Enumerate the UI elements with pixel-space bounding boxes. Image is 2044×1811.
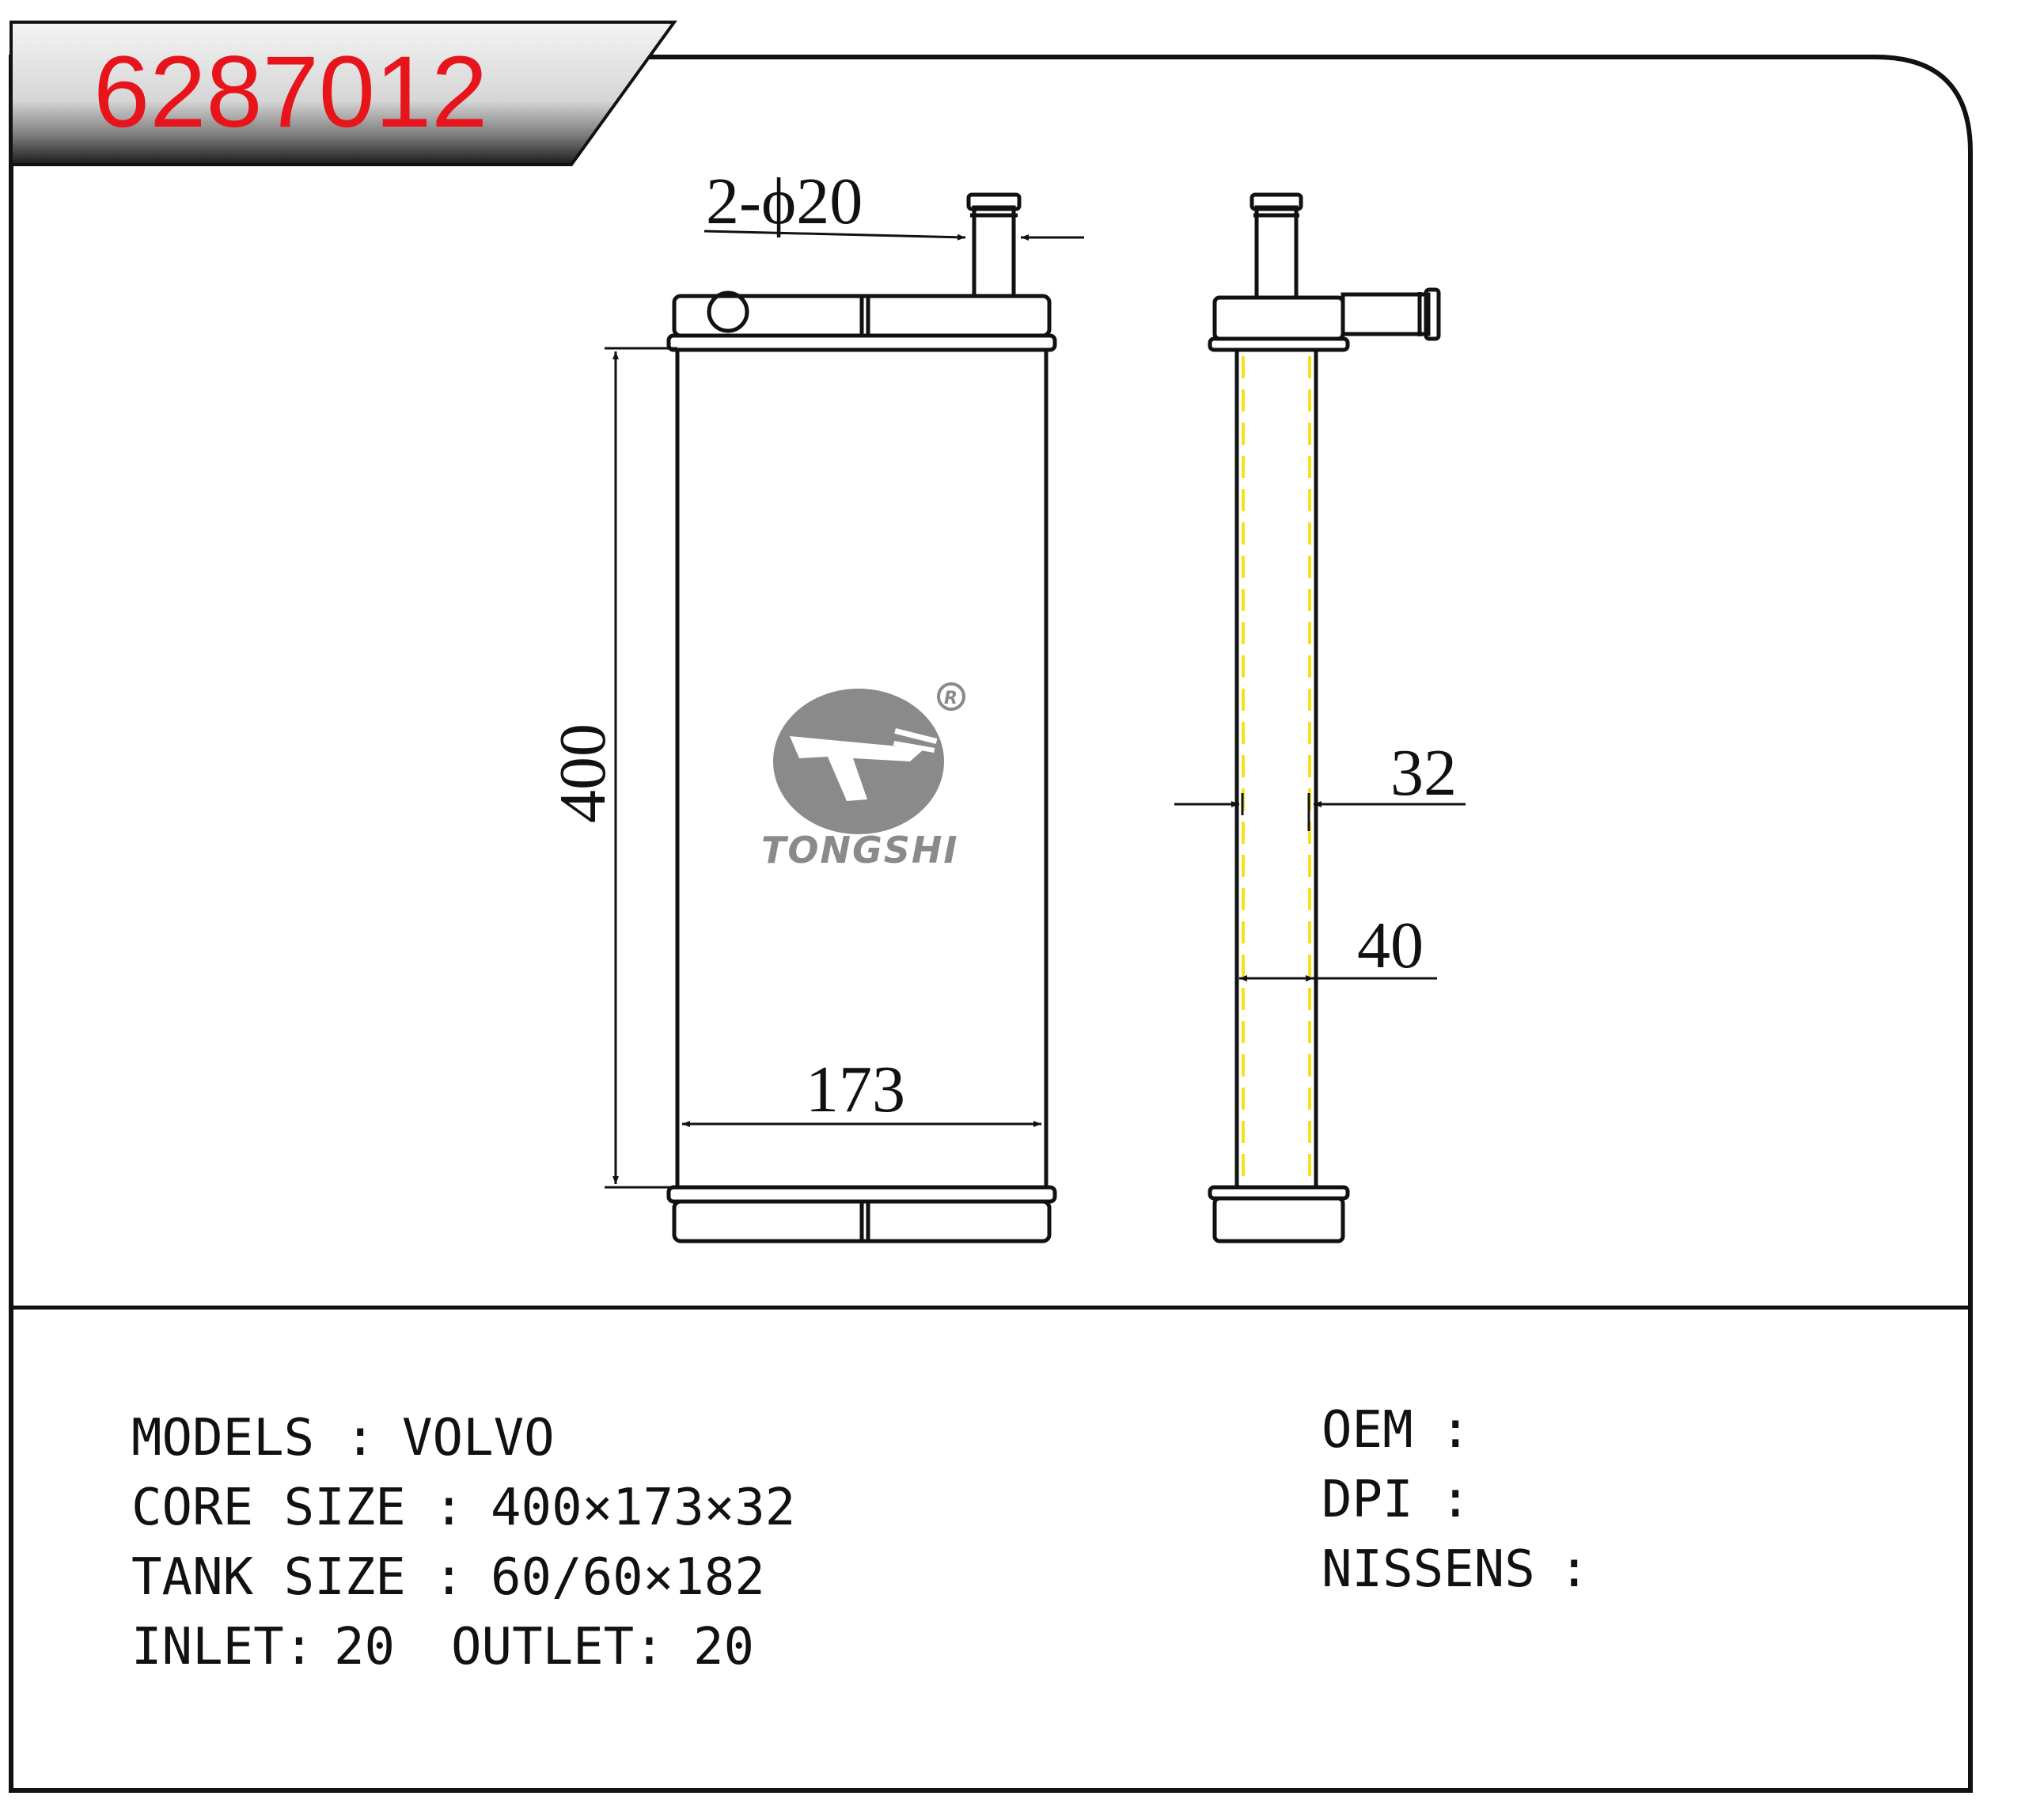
part-number: 6287012 bbox=[93, 36, 487, 149]
registered-mark: R bbox=[944, 689, 958, 708]
core-thickness-label: 32 bbox=[1390, 736, 1457, 810]
models-sep: : bbox=[345, 1409, 376, 1467]
tank-size-value: 60/60×182 bbox=[491, 1548, 765, 1607]
sheet-frame bbox=[9, 55, 1973, 1793]
front-view bbox=[666, 192, 1057, 1243]
core-size-value: 400×173×32 bbox=[491, 1479, 795, 1537]
spec-block: MODELS : VOLVO CORE SIZE : 400×173×32 TA… bbox=[131, 1401, 1590, 1676]
front-top-pipe bbox=[972, 205, 1016, 298]
pipe-diameter-label: 2-ϕ20 bbox=[706, 165, 863, 238]
front-side-port bbox=[707, 290, 749, 333]
tank-size-label: TANK SIZE bbox=[131, 1548, 406, 1607]
inlet-label: INLET: bbox=[131, 1618, 314, 1676]
dpi-sep: : bbox=[1440, 1471, 1471, 1529]
core-size-label: CORE SIZE bbox=[131, 1479, 406, 1537]
outlet-label: OUTLET: bbox=[451, 1618, 665, 1676]
side-view bbox=[1208, 192, 1441, 1243]
side-fin-dash-lines bbox=[1242, 356, 1311, 1183]
oem-sep: : bbox=[1440, 1401, 1471, 1460]
dimension-lines bbox=[605, 230, 1466, 1189]
logo-brand-name: TONGSHI bbox=[761, 829, 958, 871]
logo-t-mark-icon bbox=[790, 736, 924, 801]
tongshi-logo: R TONGSHI bbox=[761, 682, 965, 871]
models-value: VOLVO bbox=[402, 1409, 555, 1467]
nissens-label: NISSENS bbox=[1322, 1540, 1535, 1599]
outlet-value: 20 bbox=[693, 1618, 754, 1676]
models-label: MODELS bbox=[131, 1409, 314, 1467]
nissens-sep: : bbox=[1559, 1540, 1590, 1599]
inlet-value: 20 bbox=[334, 1618, 395, 1676]
part-number-banner: 6287012 bbox=[9, 21, 677, 166]
side-outlet-pipe bbox=[1341, 292, 1431, 336]
dpi-label: DPI bbox=[1322, 1471, 1413, 1529]
side-top-pipe bbox=[1254, 205, 1299, 300]
side-bottom-tank bbox=[1212, 1196, 1345, 1243]
core-size-sep: : bbox=[434, 1479, 465, 1537]
front-bottom-header-plate bbox=[666, 1185, 1057, 1204]
oem-label: OEM bbox=[1322, 1401, 1413, 1460]
height-dimension-label: 400 bbox=[546, 723, 620, 823]
tank-thickness-label: 40 bbox=[1357, 909, 1424, 982]
side-top-tank bbox=[1212, 295, 1345, 341]
front-top-header-plate bbox=[666, 333, 1057, 352]
width-dimension-label: 173 bbox=[806, 1053, 905, 1126]
logo-emblem-icon bbox=[773, 689, 944, 834]
tank-size-sep: : bbox=[434, 1548, 465, 1607]
